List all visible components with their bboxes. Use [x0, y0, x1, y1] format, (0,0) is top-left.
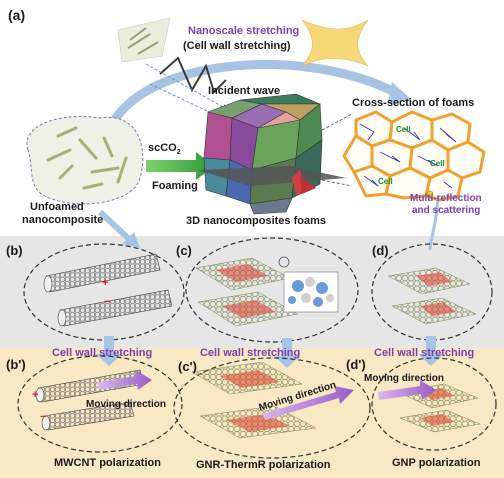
panel-c-label: (c) — [176, 243, 192, 258]
cell-label-2: Cell — [430, 159, 445, 168]
plus-charge-b2: + — [32, 389, 38, 401]
moving-arrow-d2 — [378, 380, 436, 400]
gnr-sheet-top — [195, 257, 291, 291]
panel-a-label: (a) — [8, 7, 26, 23]
stretch-label-c: Cell wall stretching — [200, 347, 301, 359]
mwcnt-tube-bottom — [57, 289, 173, 327]
arrow-b-to-b2 — [96, 336, 122, 366]
plus-charge: + — [102, 277, 108, 289]
panel-d2-label: (d') — [346, 357, 366, 372]
cube-red-arrow — [300, 176, 316, 194]
mwcnt-caption: MWCNT polarization — [54, 457, 161, 469]
foam-cube — [203, 93, 323, 215]
moving-arrow-b2 — [98, 370, 152, 390]
gnr-stretched-sheet-top — [191, 361, 303, 395]
minus-charge-b2: − — [40, 411, 46, 423]
thermr-molecule-inset — [283, 271, 339, 313]
cross-section-label: Cross-section of foams — [352, 97, 475, 109]
stretched-sheet-right — [301, 19, 369, 67]
incident-wave-label: Incident wave — [208, 85, 281, 97]
moving-direction-b2: Moving direction — [86, 399, 166, 410]
panel-d-label: (d) — [372, 243, 389, 258]
minus-charge: − — [104, 296, 110, 308]
stretch-label-b: Cell wall stretching — [52, 347, 153, 359]
stretched-sheet-left — [117, 17, 171, 63]
mwcnt-tube-top — [43, 253, 161, 293]
nanoscale-stretching-title: Nanoscale stretching — [188, 25, 300, 37]
cell-label-1: Cell — [396, 125, 411, 134]
zoom-line-top — [321, 113, 353, 131]
inset-magnifier — [278, 256, 290, 268]
foaming-arrow — [146, 152, 214, 180]
gnr-stretched-sheet-bottom — [199, 405, 317, 439]
panel-c2-label: (c') — [178, 359, 197, 374]
cross-section-plane — [198, 166, 346, 186]
gnr-caption: GNR-ThermR polarization — [196, 459, 331, 471]
foam-cells-cross-section — [342, 110, 486, 202]
zoom-line-bottom — [321, 179, 353, 187]
scatter-point — [426, 190, 434, 198]
unfoamed-nanofillers — [46, 126, 128, 190]
gnp-sheet-top — [387, 267, 471, 295]
sco2-label: scCO2 — [148, 142, 181, 157]
unfoamed-blob — [26, 116, 144, 205]
panel-b-label: (b) — [6, 243, 23, 258]
arrow-to-b — [97, 209, 133, 243]
nanoscale-stretching-subtitle: (Cell wall stretching) — [183, 40, 291, 52]
unfoamed-label-line2: nanocomposite — [22, 214, 104, 226]
foaming-label: Foaming — [152, 180, 198, 192]
moving-direction-d2: Moving direction — [364, 373, 444, 384]
sco2-subscript: 2 — [176, 149, 181, 157]
arrowhead-to-b — [122, 232, 140, 248]
stretch-arc-arrowhead — [388, 82, 412, 104]
gnp-stretched-sheet-bottom — [399, 409, 481, 433]
reflection-rays — [359, 123, 457, 189]
gnp-sheet-bottom — [391, 297, 477, 325]
moving-arrow-c2 — [262, 386, 354, 420]
panel-c-ellipse — [185, 237, 359, 343]
panel-b2-label: (b') — [6, 357, 26, 372]
cell-label-3: Cell — [378, 177, 393, 186]
arrow-c-to-c2 — [274, 338, 300, 368]
panel-d2-ellipse — [371, 357, 497, 451]
panel-b-ellipse — [23, 243, 185, 341]
unfoamed-label-line1: Unfoamed — [30, 201, 84, 213]
panel-c2-ellipse — [173, 357, 371, 459]
foams-3d-label: 3D nanocomposites foams — [186, 215, 326, 227]
stretch-label-d: Cell wall stretching — [374, 347, 475, 359]
gnp-caption: GNP polarization — [392, 457, 481, 469]
panel-b2-ellipse — [17, 355, 183, 453]
mwcnt-stretched-tube-bottom — [41, 401, 135, 431]
gnr-sheet-bottom — [197, 291, 299, 327]
scattering-label: and scattering — [412, 205, 481, 216]
multi-reflection-label: Multi-reflection — [410, 193, 482, 204]
